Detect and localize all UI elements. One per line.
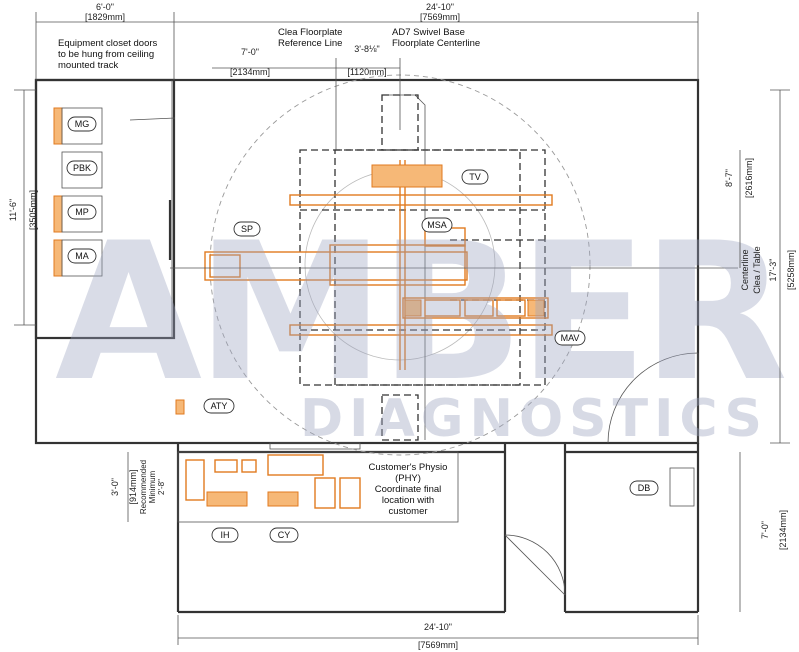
svg-text:MP: MP bbox=[75, 207, 89, 217]
dim-left-height-metric: [3505mm] bbox=[28, 190, 38, 230]
dim-ref-metric: [2134mm] bbox=[230, 67, 270, 77]
dim-right-lower-metric: [2134mm] bbox=[778, 510, 788, 550]
svg-text:DB: DB bbox=[638, 483, 651, 493]
dim-right-overall-imperial: 17'-3" bbox=[768, 259, 778, 282]
tag-db: DB bbox=[629, 480, 659, 496]
tag-ma: MA bbox=[67, 248, 97, 264]
dim-right-overall-metric: [5258mm] bbox=[786, 250, 796, 290]
svg-text:CY: CY bbox=[278, 530, 291, 540]
svg-text:MSA: MSA bbox=[427, 220, 447, 230]
physio-note-line1: Customer's Physio bbox=[369, 462, 448, 473]
dim-physio-min-label2: Minimum bbox=[148, 470, 157, 503]
svg-text:MG: MG bbox=[75, 119, 90, 129]
svg-text:ATY: ATY bbox=[211, 401, 228, 411]
tag-cy: CY bbox=[269, 527, 299, 543]
dimension-lines bbox=[14, 12, 790, 645]
dim-swivel-metric: [1120mm] bbox=[347, 67, 386, 77]
dim-swivel-imperial: 3'-8⅛" bbox=[354, 44, 379, 54]
dim-top-left-imperial: 6'-0" bbox=[96, 2, 114, 12]
svg-text:IH: IH bbox=[221, 530, 230, 540]
physio-note-line5: customer bbox=[388, 506, 427, 517]
dim-right-upper-imperial: 8'-7" bbox=[724, 169, 734, 187]
dim-top-left-metric: [1829mm] bbox=[85, 12, 125, 22]
svg-text:MAV: MAV bbox=[561, 333, 580, 343]
dim-physio-metric: [914mm] bbox=[128, 469, 138, 504]
closet-note-line3: mounted track bbox=[58, 60, 118, 71]
tag-tv: TV bbox=[461, 169, 489, 185]
dim-left-height-imperial: 11'-6" bbox=[8, 199, 18, 221]
dim-physio-min-value: 2'-8" bbox=[157, 479, 166, 495]
dim-top-overall-metric: [7569mm] bbox=[420, 12, 460, 22]
closet-note-line1: Equipment closet doors bbox=[58, 38, 158, 49]
tag-mav: MAV bbox=[554, 330, 586, 346]
dim-right-upper-metric: [2616mm] bbox=[744, 158, 754, 198]
physio-note-line2: (PHY) bbox=[395, 473, 421, 484]
walls bbox=[34, 78, 700, 614]
physio-note-line4: location with bbox=[382, 495, 434, 506]
dim-physio-imperial: 3'-0" bbox=[110, 478, 120, 496]
dim-bottom-overall-metric: [7569mm] bbox=[418, 640, 458, 650]
tag-msa: MSA bbox=[421, 217, 453, 233]
centerline-label-2: Clea / Table bbox=[752, 246, 762, 293]
tag-aty: ATY bbox=[203, 398, 235, 414]
clea-note-line1: Clea Floorplate bbox=[278, 27, 342, 38]
svg-text:TV: TV bbox=[469, 172, 481, 182]
dim-physio-min-label: Recommended bbox=[139, 460, 148, 514]
svg-text:MA: MA bbox=[75, 251, 89, 261]
svg-text:SP: SP bbox=[241, 224, 253, 234]
tag-sp: SP bbox=[233, 221, 261, 237]
svg-text:PBK: PBK bbox=[73, 163, 91, 173]
clea-note-line2: Reference Line bbox=[278, 38, 342, 49]
dim-bottom-overall-imperial: 24'-10" bbox=[424, 622, 452, 632]
tag-pbk: PBK bbox=[66, 160, 98, 176]
tag-mp: MP bbox=[67, 204, 97, 220]
centerline-label: Centerline bbox=[740, 249, 750, 290]
equipment bbox=[53, 107, 695, 509]
watermark-sub: DIAGNOSTICS bbox=[300, 389, 768, 449]
dim-right-lower-imperial: 7'-0" bbox=[760, 521, 770, 539]
swivel-note-line1: AD7 Swivel Base bbox=[392, 27, 465, 38]
swivel-note-line2: Floorplate Centerline bbox=[392, 38, 480, 49]
tag-ih: IH bbox=[211, 527, 239, 543]
physio-note-line3: Coordinate final bbox=[375, 484, 442, 495]
watermark-main: AMBER bbox=[55, 202, 785, 423]
tag-mg: MG bbox=[67, 116, 97, 132]
closet-note-line2: to be hung from ceiling bbox=[58, 49, 154, 60]
dim-top-overall-imperial: 24'-10" bbox=[426, 2, 454, 12]
dim-ref-imperial: 7'-0" bbox=[241, 47, 259, 57]
